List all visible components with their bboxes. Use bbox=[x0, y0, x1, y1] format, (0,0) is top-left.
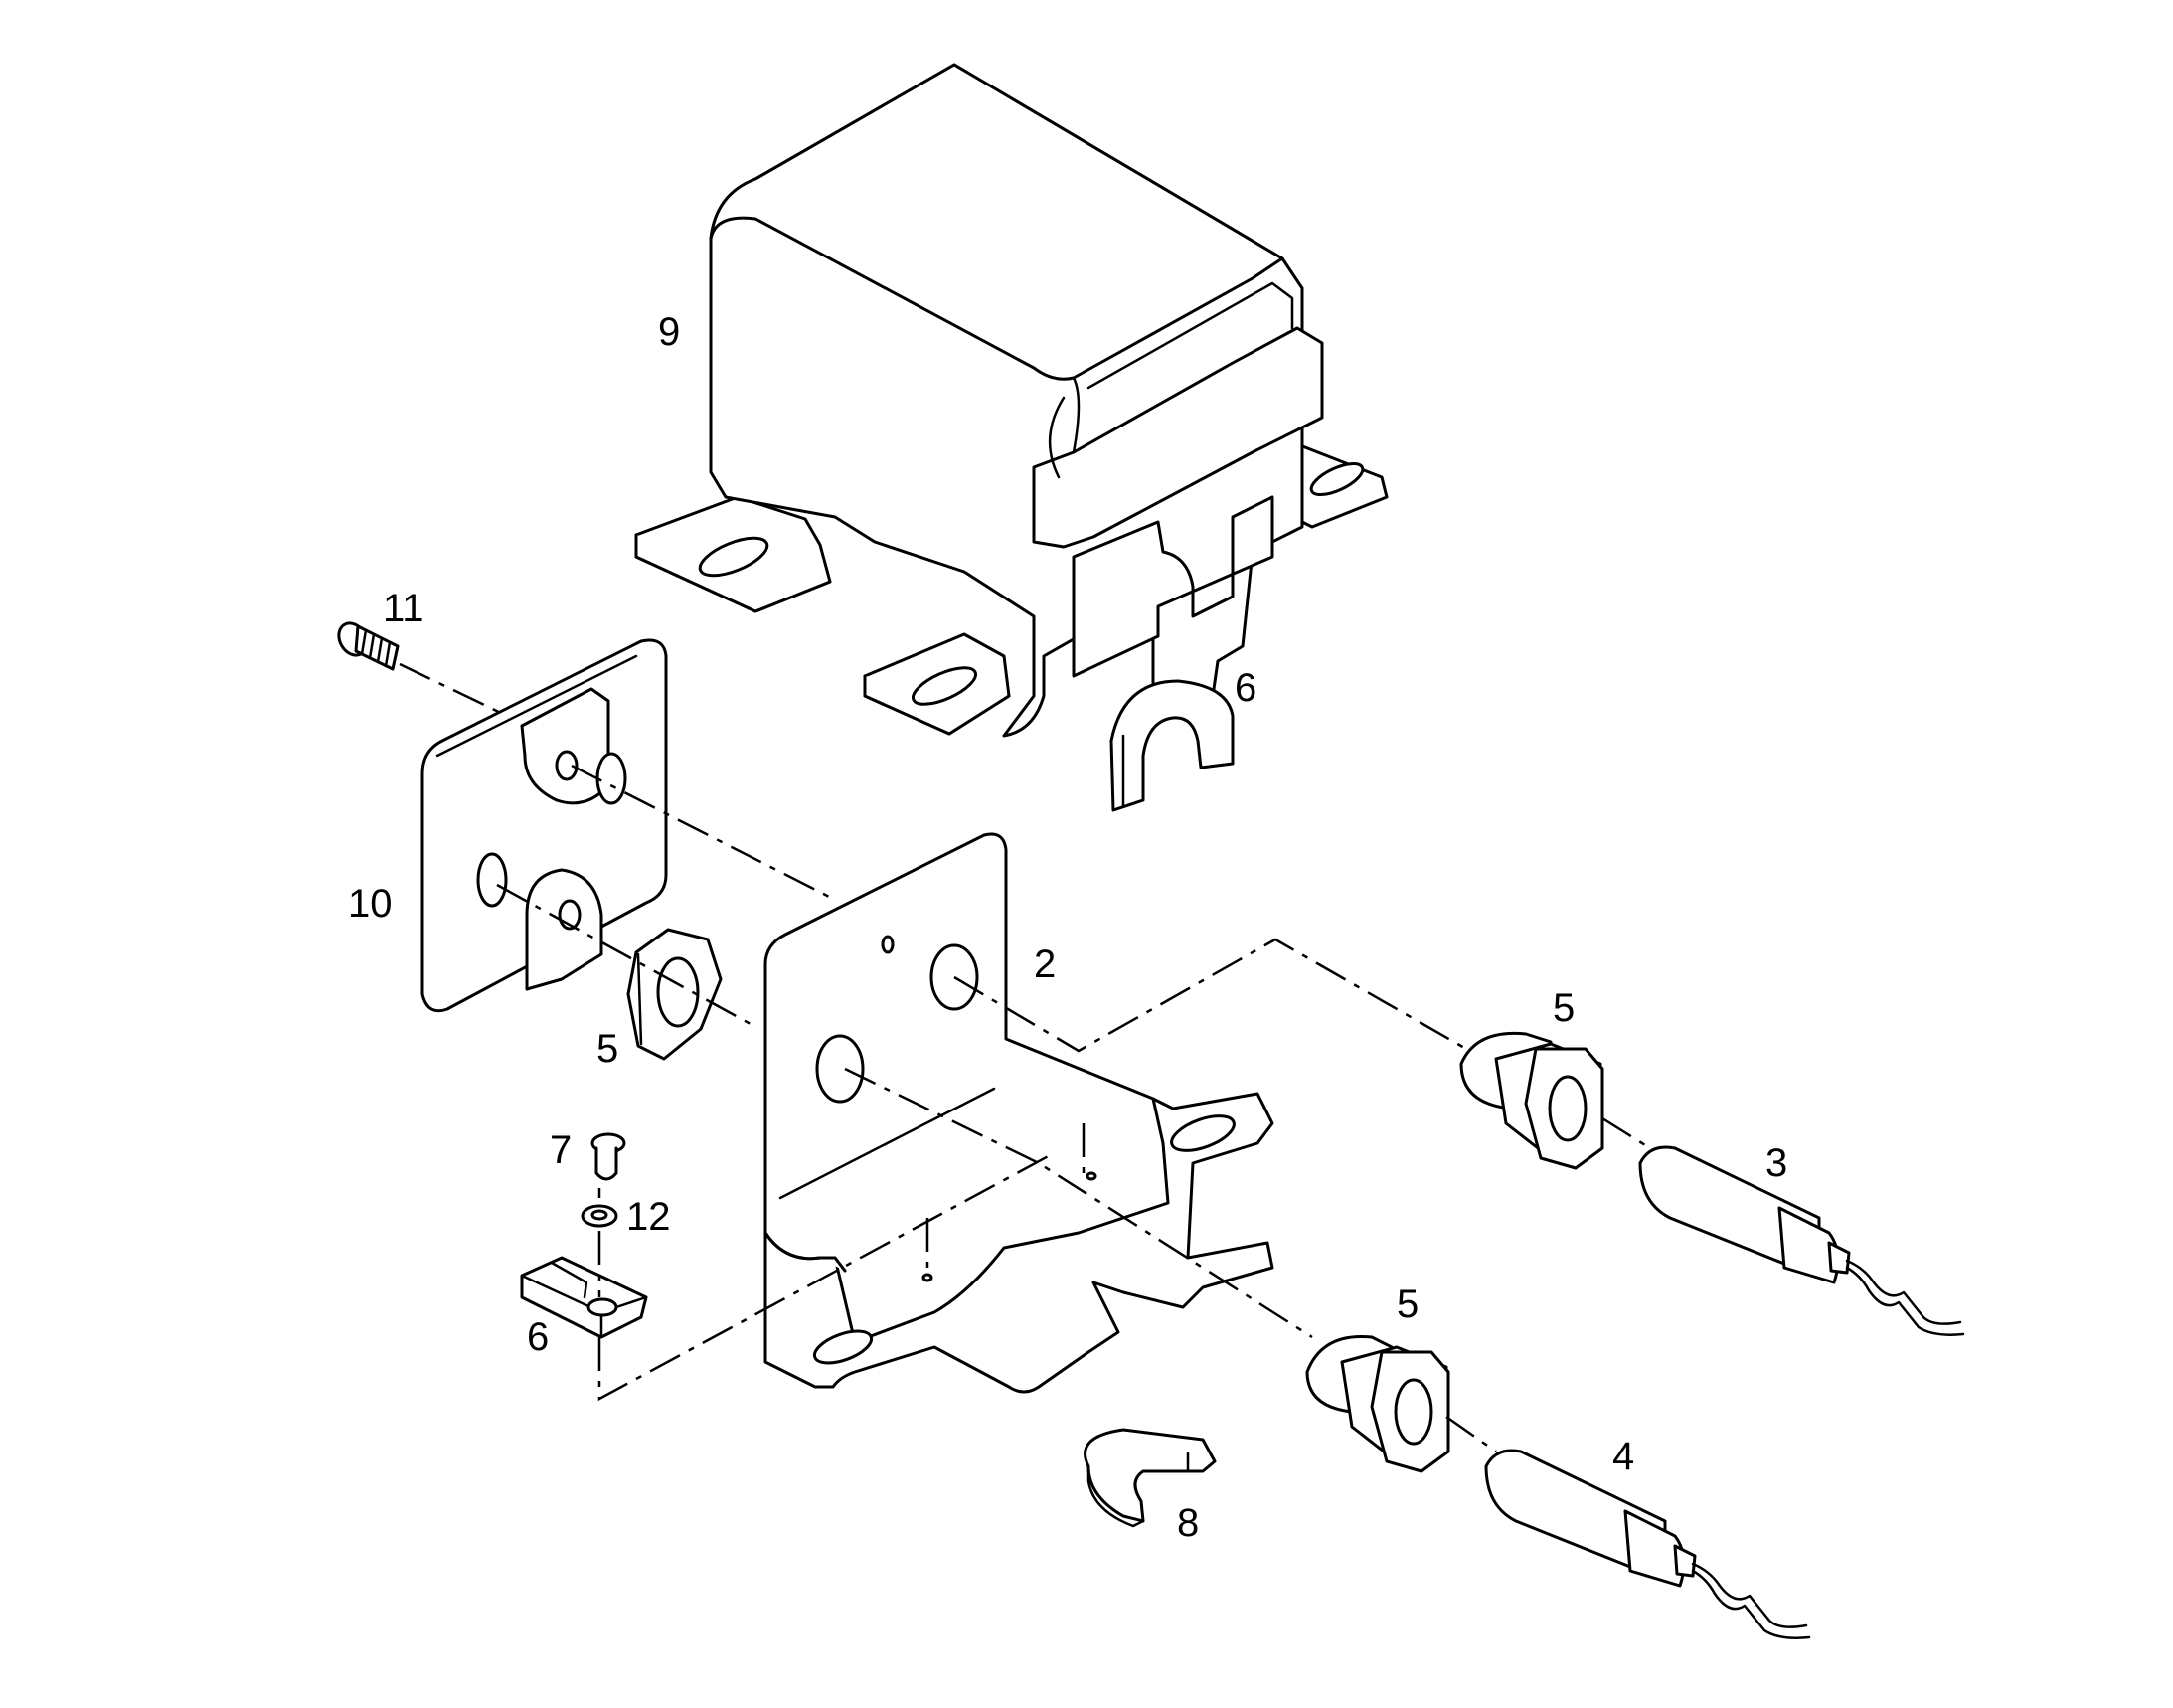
callout-9: 9 bbox=[658, 310, 680, 354]
part-10-insulating-plate bbox=[420, 638, 668, 1013]
callout-5-nut: 5 bbox=[596, 1027, 618, 1071]
assembly-centerlines bbox=[399, 662, 1651, 1453]
callout-12: 12 bbox=[626, 1195, 671, 1239]
callout-8: 8 bbox=[1177, 1501, 1199, 1545]
callout-6-top: 6 bbox=[1235, 666, 1256, 710]
callout-10: 10 bbox=[348, 882, 393, 926]
callout-6-clip: 6 bbox=[527, 1315, 549, 1359]
part-9-relay-housing bbox=[634, 63, 1389, 738]
part-6-u-clip-top bbox=[1109, 679, 1235, 812]
part-5-upper-grommet bbox=[1459, 1031, 1604, 1170]
callout-5-upper: 5 bbox=[1553, 986, 1575, 1030]
callout-5-lower: 5 bbox=[1397, 1282, 1419, 1326]
part-12-washer bbox=[581, 1204, 618, 1228]
part-3-connector-plug bbox=[1638, 1145, 1965, 1336]
part-5-lower-grommet bbox=[1305, 1334, 1450, 1473]
part-8-u-clip bbox=[1084, 1428, 1217, 1528]
part-2-mounting-bracket bbox=[763, 832, 1274, 1394]
part-7-rivet bbox=[590, 1132, 626, 1181]
callout-7: 7 bbox=[550, 1128, 572, 1172]
part-6-small-clip bbox=[520, 1256, 648, 1339]
part-5-hex-nut bbox=[626, 928, 723, 1061]
part-11-screw bbox=[337, 621, 400, 671]
callout-3: 3 bbox=[1765, 1141, 1787, 1185]
callout-2: 2 bbox=[1034, 942, 1056, 986]
callout-11: 11 bbox=[383, 587, 424, 630]
callout-4: 4 bbox=[1612, 1435, 1634, 1478]
part-4-connector-plug bbox=[1484, 1449, 1811, 1639]
